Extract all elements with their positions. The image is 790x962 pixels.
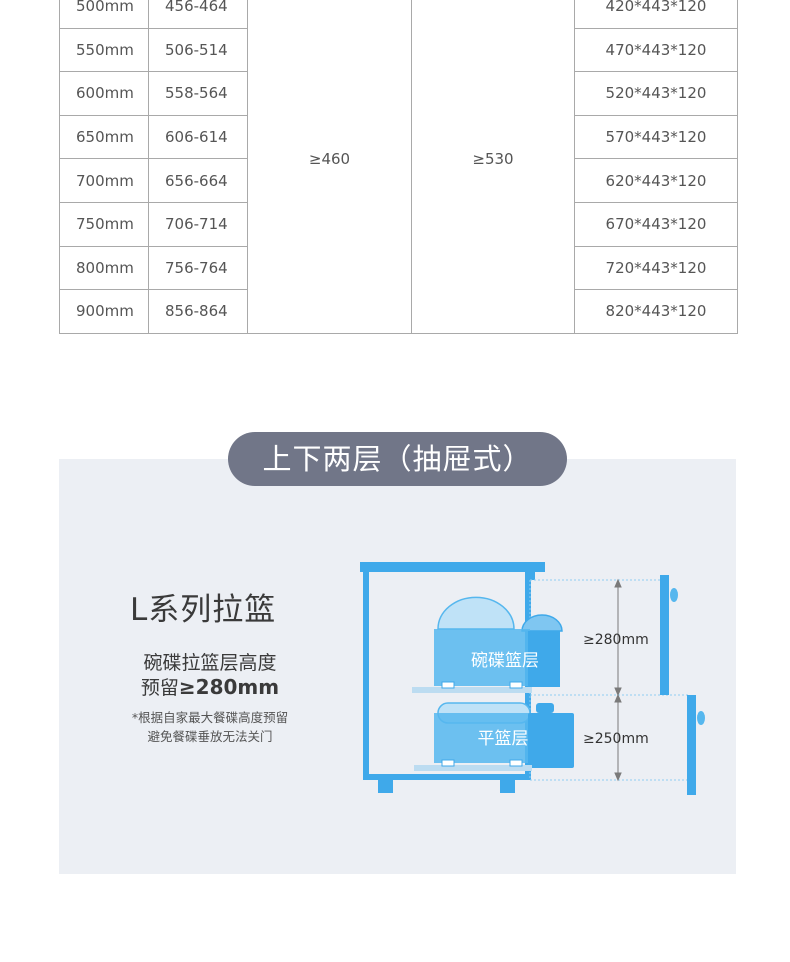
upper-door	[660, 575, 669, 695]
lower-handle	[697, 711, 705, 725]
height-label: 碗碟拉篮层高度	[143, 652, 277, 674]
min-depth-cell: ≥530	[411, 0, 575, 334]
cabinet-size-cell: 650mm	[59, 114, 149, 160]
basket-dimensions-cell: 470*443*120	[574, 27, 738, 73]
section-panel	[59, 459, 736, 874]
upper-handle	[670, 588, 678, 602]
size-range-cell: 558-564	[148, 71, 248, 116]
size-range-cell: 606-614	[148, 114, 248, 160]
cabinet-size-cell: 700mm	[59, 158, 149, 203]
cabinet-foot-left	[378, 780, 393, 793]
lower-door	[687, 695, 696, 795]
upper-basket-side	[528, 631, 560, 687]
min-width-cell: ≥460	[247, 0, 412, 334]
cabinet-foot-right	[500, 780, 515, 793]
cabinet-top	[360, 562, 545, 572]
basket-dimensions-cell: 670*443*120	[574, 201, 738, 247]
lower-slide-right	[509, 759, 523, 767]
lower-slide-left	[441, 759, 455, 767]
upper-height-dimension: ≥280mm	[583, 632, 649, 648]
size-range-cell: 856-864	[148, 289, 248, 334]
cabinet-size-cell: 550mm	[59, 27, 149, 73]
cup-icon	[536, 703, 554, 713]
upper-basket	[434, 629, 530, 686]
lower-basket	[434, 713, 530, 763]
lower-basket-side	[528, 713, 574, 768]
cabinet-size-cell: 900mm	[59, 289, 149, 334]
lower-basket-label: 平篮层	[478, 729, 529, 749]
size-range-cell: 506-514	[148, 27, 248, 73]
bowl-icon	[521, 614, 563, 632]
size-range-cell: 756-764	[148, 245, 248, 291]
cabinet-size-cell: 600mm	[59, 71, 149, 116]
cabinet-hinge	[530, 572, 535, 580]
upper-slide-right	[509, 681, 523, 689]
plate-icon	[437, 596, 515, 630]
height-prefix: 预留	[140, 677, 179, 699]
note-line-1: *根据自家最大餐碟高度预留	[131, 710, 289, 725]
basket-dimensions-cell: 820*443*120	[574, 289, 738, 334]
cabinet-diagram: 碗碟篮层 平篮层 ≥280mm ≥250mm	[360, 562, 705, 795]
cabinet-size-cell: 800mm	[59, 245, 149, 291]
basket-dimensions-cell: 720*443*120	[574, 245, 738, 291]
basket-dimensions-cell: 620*443*120	[574, 158, 738, 203]
upper-rail	[412, 687, 532, 693]
cabinet-size-cell: 750mm	[59, 201, 149, 247]
cabinet-left-wall	[363, 572, 369, 780]
note-line-2: 避免餐碟垂放无法关门	[147, 729, 273, 744]
section-title: 上下两层（抽屉式）	[228, 432, 567, 486]
size-range-cell: 456-464	[148, 0, 248, 29]
size-range-cell: 706-714	[148, 201, 248, 247]
lower-rail	[414, 765, 532, 771]
upper-slide-left	[441, 681, 455, 689]
upper-basket-label: 碗碟篮层	[471, 651, 539, 671]
dimension-arrows	[614, 578, 622, 782]
cabinet-size-cell: 500mm	[59, 0, 149, 29]
height-value: ≥280mm	[178, 675, 280, 699]
height-requirement: 预留≥280mm	[110, 673, 310, 700]
basket-dimensions-cell: 520*443*120	[574, 71, 738, 116]
basket-dimensions-cell: 570*443*120	[574, 114, 738, 160]
basket-dimensions-cell: 420*443*120	[574, 0, 738, 29]
size-range-cell: 656-664	[148, 158, 248, 203]
lower-height-dimension: ≥250mm	[583, 731, 649, 747]
cabinet-bottom	[363, 774, 531, 780]
product-name: L系列拉篮	[130, 592, 277, 628]
